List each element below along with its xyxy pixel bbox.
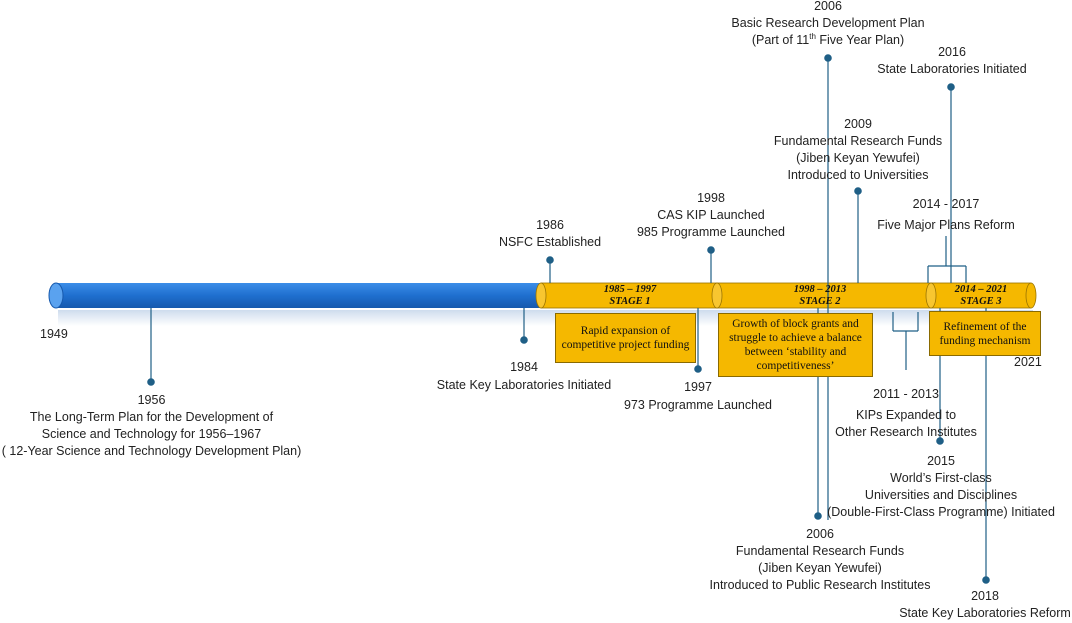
- event-text: ( 12-Year Science and Technology Develop…: [1, 444, 302, 458]
- stage-2-desc-line: Growth of block grants and: [732, 318, 859, 330]
- event-text: Five Major Plans Reform: [877, 218, 1015, 232]
- event-text: (Part of 11th Five Year Plan): [751, 31, 905, 47]
- event-2006-basic-research: 2006 Basic Research Development Plan (Pa…: [718, 0, 938, 49]
- event-year: 1956: [137, 393, 166, 407]
- event-text: Basic Research Development Plan: [731, 16, 925, 30]
- event-year: 2011 - 2013: [873, 387, 939, 401]
- event-year: 1998: [697, 191, 725, 205]
- event-text: State Key Laboratories Initiated: [436, 378, 612, 392]
- event-text: Introduced to Universities: [787, 168, 929, 182]
- stage-3-left-cap: [925, 282, 937, 309]
- event-text: Fundamental Research Funds: [735, 544, 905, 558]
- dot-1956: [147, 378, 155, 386]
- event-year: 2016: [938, 45, 966, 59]
- event-1998: 1998 CAS KIP Launched 985 Programme Laun…: [626, 190, 796, 241]
- event-text: (Jiben Keyan Yewufei): [758, 561, 882, 575]
- dot-2018: [982, 576, 990, 584]
- dot-1986: [546, 256, 554, 264]
- stage-3-name: STAGE 3: [960, 296, 1002, 307]
- event-2018: 2018 State Key Laboratories Reform: [890, 588, 1072, 622]
- event-text: CAS KIP Launched: [657, 208, 765, 222]
- event-text: 973 Programme Launched: [623, 398, 772, 412]
- event-year: 2009: [844, 117, 872, 131]
- stage-1-name: STAGE 1: [609, 296, 651, 307]
- stage-2-left-cap: [711, 282, 723, 309]
- event-text: State Key Laboratories Reform: [899, 606, 1071, 620]
- stage-2-years: 1998 – 2013: [793, 284, 847, 295]
- event-2011-2013: 2011 - 2013 KIPs Expanded to Other Resea…: [826, 386, 986, 441]
- dot-1997: [694, 365, 702, 373]
- dot-1984: [520, 336, 528, 344]
- stage-3-desc-line: Refinement of the: [943, 320, 1027, 333]
- stage-3-years: 2014 – 2021: [954, 284, 1008, 295]
- dot-2006-above: [824, 54, 832, 62]
- event-1997: 1997 973 Programme Launched: [612, 378, 784, 414]
- event-text: 985 Programme Launched: [636, 225, 785, 239]
- stage-1-desc-line: Rapid expansion of: [580, 325, 671, 337]
- bar-start-cap: [48, 282, 64, 309]
- event-text: Science and Technology for 1956–1967: [41, 427, 262, 441]
- event-year: 2006: [806, 527, 834, 541]
- event-2006-fundamental-research: 2006 Fundamental Research Funds (Jiben K…: [700, 526, 940, 594]
- event-1986: 1986 NSFC Established: [470, 217, 630, 251]
- stage-1-label: 1985 – 1997 STAGE 1: [560, 284, 700, 308]
- stage-3-description-box: Refinement of the funding mechanism: [929, 311, 1041, 356]
- event-1956: 1956 The Long-Term Plan for the Developm…: [0, 392, 303, 460]
- dot-1998: [707, 246, 715, 254]
- event-1984: 1984 State Key Laboratories Initiated: [424, 358, 624, 394]
- stage-1-left-cap: [535, 282, 547, 309]
- event-2016: 2016 State Laboratories Initiated: [862, 44, 1042, 78]
- event-text: The Long-Term Plan for the Development o…: [29, 410, 274, 424]
- stage-2-desc-line: struggle to achieve a balance: [729, 332, 862, 344]
- stage-3-label: 2014 – 2021 STAGE 3: [936, 284, 1026, 308]
- event-year: 1984: [510, 360, 538, 374]
- event-year: 2014 - 2017: [912, 197, 980, 211]
- event-2014-2017: 2014 - 2017 Five Major Plans Reform: [866, 194, 1026, 236]
- event-year: 2006: [814, 0, 842, 13]
- stage-1-description-box: Rapid expansion of competitive project f…: [555, 313, 696, 363]
- event-text: KIPs Expanded to: [855, 408, 957, 422]
- event-text: Universities and Disciplines: [864, 488, 1018, 502]
- dot-2015: [936, 437, 944, 445]
- event-text: Introduced to Public Research Institutes: [709, 578, 931, 592]
- event-2015: 2015 World’s First-class Universities an…: [824, 453, 1058, 521]
- event-text: (Double-First-Class Programme) Initiated: [827, 505, 1055, 519]
- event-text: World’s First-class: [890, 471, 992, 485]
- axis-end-year: 2021: [1014, 355, 1042, 369]
- stage-2-desc-line: between ‘stability and: [744, 346, 847, 358]
- stage-1-years: 1985 – 1997: [603, 284, 657, 295]
- axis-start-year: 1949: [40, 327, 68, 341]
- event-year: 2018: [971, 589, 999, 603]
- dot-2009: [854, 187, 862, 195]
- stage-2-desc-line: competitiveness’: [756, 360, 835, 372]
- stage-2-label: 1998 – 2013 STAGE 2: [750, 284, 890, 308]
- bar-end-cap: [1025, 282, 1037, 309]
- event-2009: 2009 Fundamental Research Funds (Jiben K…: [758, 116, 958, 184]
- dot-2016: [947, 83, 955, 91]
- event-text: (Jiben Keyan Yewufei): [796, 151, 920, 165]
- event-text: NSFC Established: [498, 235, 602, 249]
- event-year: 1986: [536, 218, 564, 232]
- stage-3-segment: [930, 282, 1032, 309]
- event-text: Fundamental Research Funds: [773, 134, 943, 148]
- event-year: 2015: [927, 454, 955, 468]
- timeline-bar-pre-stage: [55, 283, 545, 308]
- event-text: Other Research Institutes: [835, 425, 977, 439]
- stage-1-desc-line: competitive project funding: [561, 339, 690, 351]
- stage-2-name: STAGE 2: [799, 296, 841, 307]
- stage-2-description-box: Growth of block grants and struggle to a…: [718, 313, 873, 377]
- event-year: 1997: [684, 380, 712, 394]
- event-text: State Laboratories Initiated: [877, 62, 1027, 76]
- bar-reflection: [58, 310, 1033, 326]
- stage-3-desc-line: funding mechanism: [939, 334, 1031, 347]
